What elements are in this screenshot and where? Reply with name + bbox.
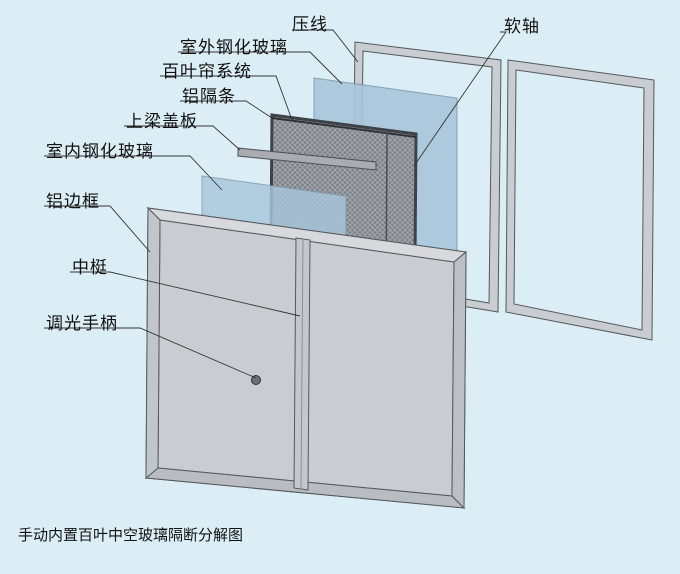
mullion (293, 237, 311, 491)
label-soft-shaft: 软轴 (504, 17, 540, 37)
dimming-handle (251, 375, 261, 385)
soft-shaft-frame (505, 59, 655, 341)
upper-beam-cover (237, 147, 377, 171)
label-dimming-handle: 调光手柄 (46, 314, 118, 334)
label-mullion: 中梃 (72, 258, 108, 278)
label-press-line: 压线 (292, 15, 328, 35)
label-outer-glass: 室外钢化玻璃 (180, 38, 288, 58)
diagram-caption: 手动内置百叶中空玻璃隔断分解图 (18, 526, 244, 544)
label-aluminum-frame: 铝边框 (46, 192, 100, 212)
label-blind-system: 百叶帘系统 (162, 62, 252, 82)
leader-lines (44, 29, 507, 379)
label-upper-beam-cover: 上梁盖板 (126, 112, 198, 132)
label-aluminum-spacer: 铝隔条 (182, 87, 236, 107)
label-inner-glass: 室内钢化玻璃 (46, 142, 154, 162)
